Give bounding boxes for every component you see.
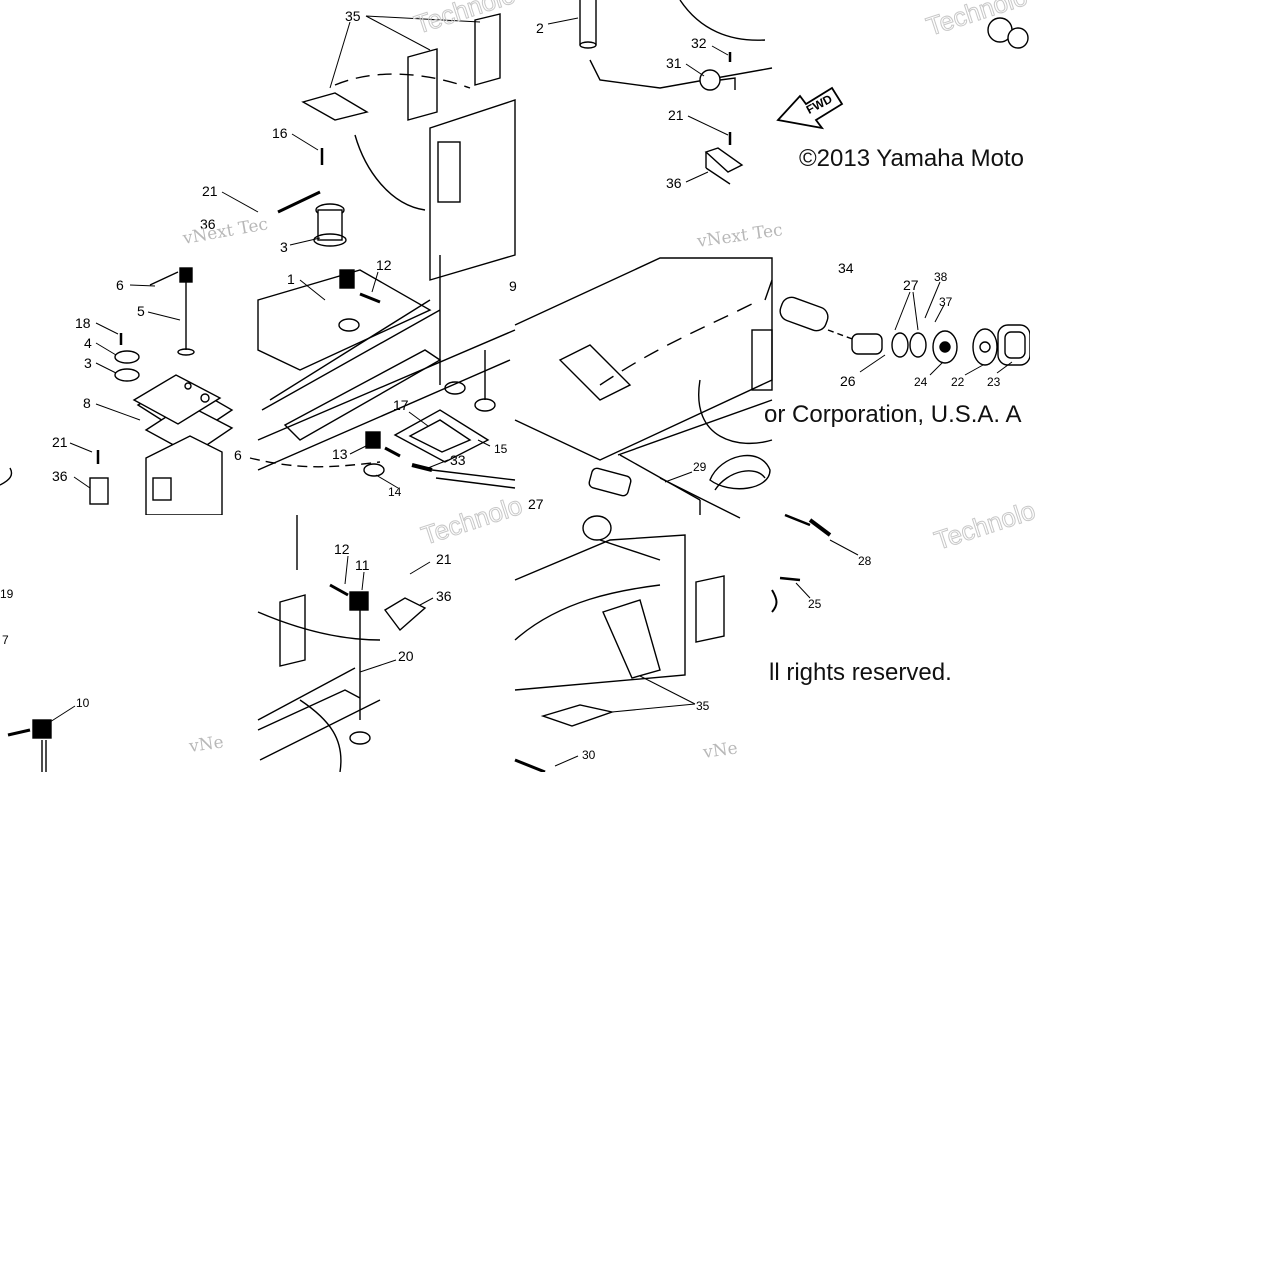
callout-label: 20 [398, 648, 414, 664]
callout-label: 13 [332, 446, 348, 462]
upper-right-assembly [579, 0, 844, 185]
callout-label: 35 [345, 8, 361, 24]
lower-right-assembly [514, 454, 832, 772]
callout-label: 21 [436, 551, 452, 567]
callout-label: 30 [582, 748, 596, 762]
callout-label: 38 [934, 270, 948, 284]
center-base-plate [249, 255, 516, 489]
callout-label: 34 [838, 260, 854, 276]
callout-label: 19 [0, 587, 14, 601]
callout-label: 23 [987, 375, 1001, 389]
callout-label: 33 [450, 452, 466, 468]
watermark-text: Technolo [411, 0, 519, 40]
callout-label: 14 [388, 485, 402, 499]
callout-label: 1 [287, 271, 295, 287]
callout-label: 21 [52, 434, 68, 450]
copyright-line-2: or Corporation, U.S.A. A [764, 401, 1022, 428]
callout-label: 17 [393, 397, 409, 413]
callout-label: 24 [914, 375, 928, 389]
callout-label: 35 [696, 699, 710, 713]
callout-label: 12 [334, 541, 350, 557]
callout-label: 36 [666, 175, 682, 191]
center-right-box [514, 257, 829, 461]
lower-left-assembly [0, 450, 109, 772]
callout-label: 2 [536, 20, 544, 36]
callout-label: 4 [84, 335, 92, 351]
callout-label: 12 [376, 257, 392, 273]
callout-label: 36 [52, 468, 68, 484]
callout-label: 36 [200, 216, 216, 232]
callout-label: 22 [951, 375, 965, 389]
callout-label: 5 [137, 303, 145, 319]
callout-label: 37 [939, 295, 953, 309]
watermark-text: Technolo [418, 490, 526, 551]
callout-label: 15 [494, 442, 508, 456]
callout-label: 32 [691, 35, 707, 51]
callout-label: 9 [509, 278, 517, 294]
callout-label: 31 [666, 55, 682, 71]
callout-label: 21 [202, 183, 218, 199]
callout-label: 26 [840, 373, 856, 389]
callout-label: 6 [116, 277, 124, 293]
callout-label: 3 [84, 355, 92, 371]
callout-label: 25 [808, 597, 822, 611]
watermark-text: vNe [187, 732, 225, 757]
top-tank-assembly [277, 13, 516, 281]
callout-label: 28 [858, 554, 872, 568]
callout-label: 6 [234, 447, 242, 463]
callout-label: 18 [75, 315, 91, 331]
left-tank-assembly [114, 267, 234, 516]
copyright-line-3: ll rights reserved. [769, 659, 952, 686]
callout-label: 27 [903, 277, 919, 293]
callout-label: 21 [668, 107, 684, 123]
watermark-text: Technolo [931, 495, 1039, 556]
leader-lines [49, 15, 1013, 767]
callout-label: 8 [83, 395, 91, 411]
watermark-text: vNe [701, 738, 739, 763]
callout-label: 36 [436, 588, 452, 604]
callout-label: 7 [2, 633, 9, 647]
callout-label: 10 [76, 696, 90, 710]
callout-label: 29 [693, 460, 707, 474]
callout-label: 11 [355, 557, 370, 573]
callout-label: 3 [280, 239, 288, 255]
watermark-text: vNext Tec [695, 220, 784, 252]
valve-assembly [827, 17, 1030, 366]
callout-label: 16 [272, 125, 288, 141]
copyright-line-1: ©2013 Yamaha Moto [799, 145, 1024, 172]
callout-labels: 35 16 21 3 6 5 18 4 3 8 21 36 1 12 17 15… [0, 8, 1001, 762]
callout-label: 27 [528, 496, 544, 512]
lower-middle-assembly [257, 515, 427, 772]
